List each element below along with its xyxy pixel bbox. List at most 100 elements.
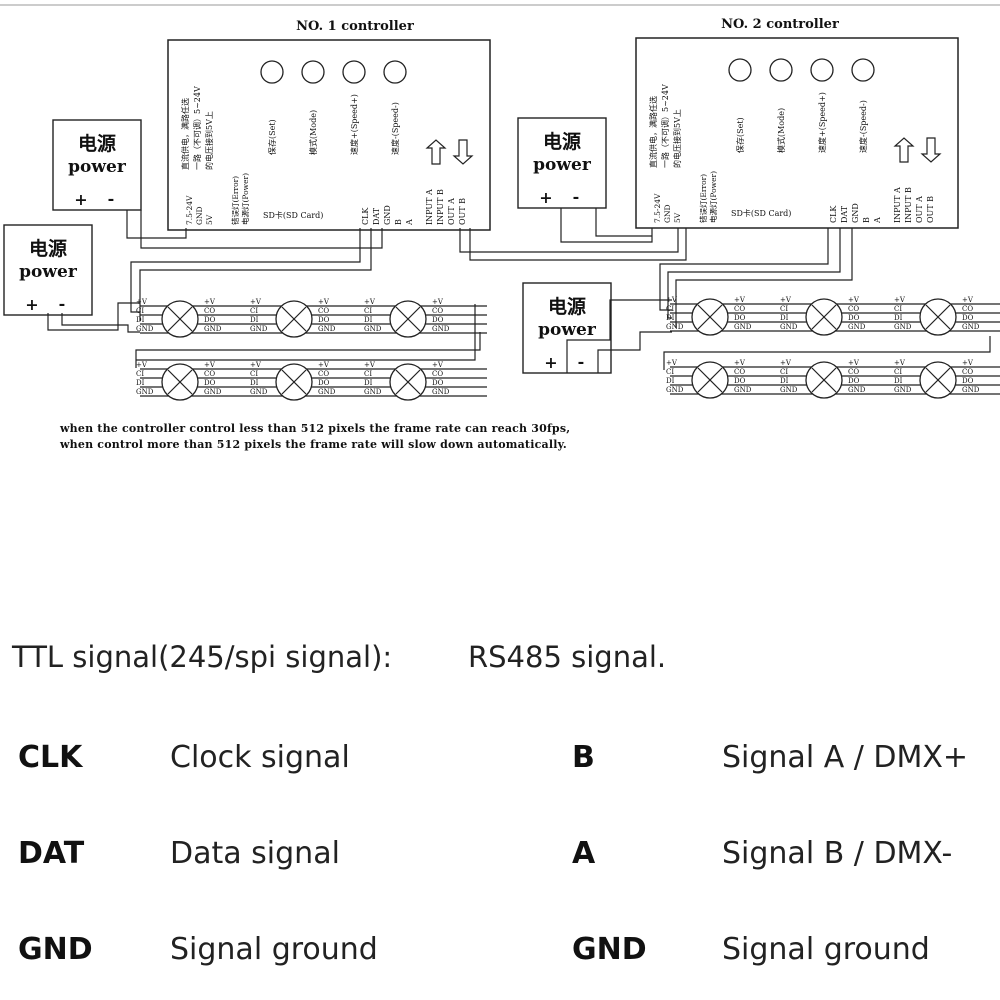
- pixel-pin-out: GND: [204, 325, 222, 333]
- controller-2-button-3: [810, 58, 834, 82]
- pixel-pin-in: +V: [136, 361, 148, 369]
- pixel-pin-out: DO: [962, 314, 974, 322]
- controller-1-button-label-1: 保存(Set): [267, 119, 277, 155]
- wire: [663, 336, 991, 370]
- pixel-pin-out: CO: [962, 368, 973, 376]
- controller-1-note-cn: 的电压接到5V上: [204, 111, 214, 170]
- controller-2-sd-card-label: SD卡(SD Card): [731, 208, 791, 218]
- wire: [140, 210, 383, 249]
- controller-1-title: NO. 1 controller: [296, 19, 414, 34]
- controller-2-button-label-1: 保存(Set): [735, 117, 745, 153]
- controller-2-rs485-pin: OUT B: [926, 196, 935, 223]
- controller-2-button-1: [728, 58, 752, 82]
- pixel-pin-in: CI: [666, 305, 674, 313]
- pixel-pin-out: DO: [432, 379, 444, 387]
- pixel-pin-out: GND: [204, 388, 222, 396]
- controller-2-ttl-pin: A: [873, 217, 882, 224]
- controller-2-power-pin: 5V: [673, 212, 682, 223]
- controller-2-note-cn: 直流供电，满路任选: [648, 96, 658, 168]
- pixel-pin-out: DO: [962, 377, 974, 385]
- pixel-pin-out: +V: [432, 361, 444, 369]
- controller-2-power-pin: 7.5-24V: [653, 193, 662, 223]
- controller-2-box: [635, 37, 959, 229]
- controller-2-arrow-down-icon: [920, 137, 942, 163]
- ttl-value-clk: Clock signal: [170, 740, 350, 775]
- controller-2-ttl-pin: DAT: [840, 205, 849, 223]
- pixel-pin-out: CO: [962, 305, 973, 313]
- pixel-pin-in: GND: [666, 323, 684, 331]
- pixel-pin-in: +V: [894, 359, 906, 367]
- pixel-pin-out: CO: [432, 307, 443, 315]
- pixel-pin-in: CI: [136, 370, 144, 378]
- controller-1-button-3: [342, 60, 366, 84]
- pixel-pin-in: GND: [364, 325, 382, 333]
- pixel-pin-out: +V: [962, 359, 974, 367]
- pixel-pin-out: DO: [318, 316, 330, 324]
- pixel-pin-in: +V: [364, 298, 376, 306]
- wire: [597, 331, 672, 373]
- pixel-pin-in: CI: [894, 305, 902, 313]
- controller-1-power-pin: GND: [195, 206, 204, 225]
- power-box-3-minus: -: [573, 187, 580, 206]
- pixel-cross: [167, 369, 193, 395]
- pixel-pin-out: +V: [318, 361, 330, 369]
- rs485-key-a: A: [572, 836, 596, 871]
- wire: [135, 332, 481, 368]
- pixel-pin-in: CI: [364, 307, 372, 315]
- controller-1-ttl-pin: DAT: [372, 207, 381, 225]
- pixel-pin-in: GND: [780, 386, 798, 394]
- controller-2-rs485-pin: INPUT B: [904, 187, 913, 223]
- controller-1-rs485-pin: OUT A: [447, 198, 456, 225]
- controller-2-rs485-pin: OUT A: [915, 196, 924, 223]
- pixel-pin-out: GND: [848, 323, 866, 331]
- pixel-pin-in: +V: [250, 298, 262, 306]
- wire: [667, 228, 841, 319]
- controller-2-rs485-pin: INPUT A: [893, 187, 902, 223]
- pixel-pin-in: GND: [894, 386, 912, 394]
- pixel-pin-in: +V: [780, 296, 792, 304]
- pixel-pin-in: GND: [894, 323, 912, 331]
- pixel-pin-in: DI: [894, 377, 903, 385]
- power-box-3: [517, 117, 607, 209]
- wire: [675, 228, 853, 328]
- wire: [469, 228, 687, 261]
- pixel-pin-in: GND: [780, 323, 798, 331]
- controller-1: NO. 1 controller: [167, 19, 491, 231]
- pixel-pin-out: +V: [962, 296, 974, 304]
- pixel-pin-out: DO: [848, 377, 860, 385]
- pixel-pin-in: +V: [250, 361, 262, 369]
- controller-1-button-label-3: 速度+(Speed+): [349, 94, 359, 155]
- wire: [139, 228, 372, 321]
- pixel-pin-out: CO: [318, 370, 329, 378]
- power-box-4-minus: -: [578, 352, 585, 371]
- wire: [61, 313, 140, 333]
- ttl-value-dat: Data signal: [170, 836, 340, 871]
- pixel-pin-out: GND: [432, 388, 450, 396]
- note-line-1: when the controller control less than 51…: [60, 422, 571, 435]
- ttl-header: TTL signal(245/spi signal):: [12, 640, 393, 674]
- rs485-value-a: Signal B / DMX-: [722, 836, 953, 871]
- pixel-cross: [395, 306, 421, 332]
- pixel-pin-out: GND: [318, 388, 336, 396]
- pixel-cross: [925, 304, 951, 330]
- pixel-pin-out: +V: [204, 361, 216, 369]
- ttl-value-gnd: Signal ground: [170, 932, 378, 967]
- pixel-pin-out: DO: [318, 379, 330, 387]
- ttl-key-dat: DAT: [18, 836, 85, 871]
- wire: [560, 208, 653, 243]
- controller-1-arrow-down-icon: [452, 139, 474, 165]
- pixel-pin-in: GND: [250, 388, 268, 396]
- pixel-pin-out: GND: [962, 386, 980, 394]
- controller-1-box: [167, 39, 491, 231]
- wire: [47, 302, 140, 331]
- pixel-pin-in: CI: [780, 305, 788, 313]
- pixel-pin-out: GND: [734, 323, 752, 331]
- pixel-pin-in: GND: [250, 325, 268, 333]
- pixel-pin-in: DI: [250, 379, 259, 387]
- power-box-3-en-label: power: [533, 155, 592, 175]
- wire: [595, 208, 652, 237]
- controller-1-rs485-pin: INPUT A: [425, 189, 434, 225]
- pixel-cross: [811, 304, 837, 330]
- power-box-4-en-label: power: [538, 320, 597, 340]
- pixel-pin-out: GND: [848, 386, 866, 394]
